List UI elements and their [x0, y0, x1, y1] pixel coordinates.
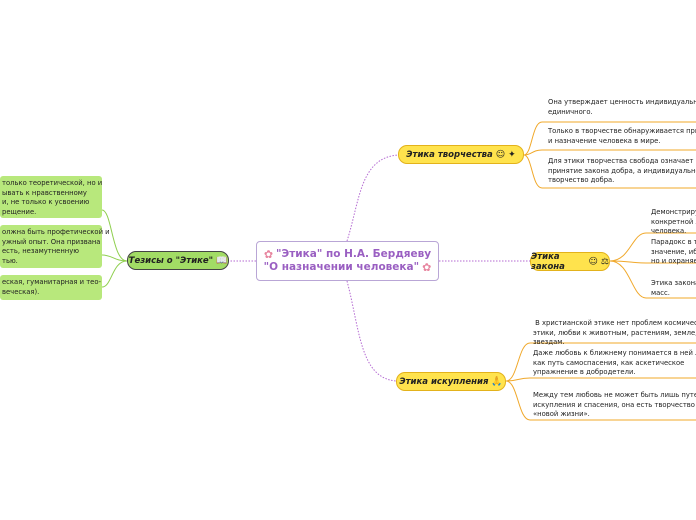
scales-icon: ⚖ [600, 256, 609, 267]
branch-law-label: Этика закона [531, 251, 565, 272]
branch-theses[interactable]: Тезисы о "Этике" 📖 [127, 251, 229, 270]
leaf-connector-law-1 [609, 232, 696, 262]
branch-redemption[interactable]: Этика искупления 🙏 [396, 372, 506, 391]
leaf-connector-creativity-2 [523, 149, 696, 156]
leaf-connector-theses-3 [101, 260, 128, 288]
leaf-connector-creativity-3 [523, 154, 696, 189]
sparkle-icon: ✦ [508, 149, 516, 160]
branch-law[interactable]: Этика закона ☺ ⚖ [530, 251, 610, 272]
leaf-theses-2[interactable]: олжна быть профетической и ужный опыт. О… [0, 225, 110, 268]
central-title-line2: "О назначении человека" [263, 261, 420, 273]
leaf-theses-1[interactable]: только теоретической, но и ывать к нравс… [0, 176, 102, 218]
person-icon: ☺ [588, 256, 598, 267]
leaf-connector-redemption-3 [505, 380, 696, 421]
leaf-connector-theses-1 [101, 209, 128, 262]
leaf-connector-law-3 [609, 260, 696, 299]
person-icon: ☺ [495, 149, 506, 160]
connector-creativity [346, 154, 399, 242]
leaf-redemption-1[interactable]: В христианской этике нет проблем космиче… [533, 319, 696, 346]
praying-hands-icon: 🙏 [491, 376, 503, 387]
central-topic[interactable]: ✿ "Этика" по Н.А. Бердяеву "О назначении… [256, 241, 439, 281]
leaf-creativity-3[interactable]: Для этики творчества свобода означает не… [548, 157, 696, 184]
leaf-creativity-1[interactable]: Она утверждает ценность индивидуального … [548, 98, 696, 116]
leaf-law-1[interactable]: Демонстриру конкретной л человека. [651, 208, 696, 235]
flower-icon: ✿ [422, 261, 432, 274]
leaf-law-3[interactable]: Этика закона масс. [651, 279, 696, 297]
leaf-redemption-3[interactable]: Между тем любовь не может быть лишь путе… [533, 391, 696, 418]
leaf-connector-redemption-1 [505, 342, 696, 382]
book-icon: 📖 [216, 255, 228, 266]
connector-redemption [346, 280, 397, 382]
leaf-connector-creativity-1 [523, 121, 696, 156]
flower-icon: ✿ [263, 248, 274, 261]
branch-redemption-label: Этика искупления [399, 376, 489, 387]
central-title-line1: "Этика" по Н.А. Бердяеву [276, 248, 432, 260]
leaf-connector-law-2 [609, 260, 696, 264]
leaf-connector-redemption-2 [505, 377, 696, 382]
leaf-creativity-2[interactable]: Только в творчестве обнаруживается приз … [548, 127, 696, 145]
branch-creativity-label: Этика творчества [406, 149, 493, 160]
leaf-law-2[interactable]: Парадокс в то значение, ибо но и охраняе… [651, 238, 696, 265]
leaf-redemption-2[interactable]: Даже любовь к ближнему понимается в ней … [533, 349, 696, 376]
branch-creativity[interactable]: Этика творчества ☺ ✦ [398, 145, 524, 164]
leaf-theses-3[interactable]: еская, гуманитарная и тео- веческая). [0, 275, 102, 300]
branch-theses-label: Тезисы о "Этике" [128, 255, 214, 266]
